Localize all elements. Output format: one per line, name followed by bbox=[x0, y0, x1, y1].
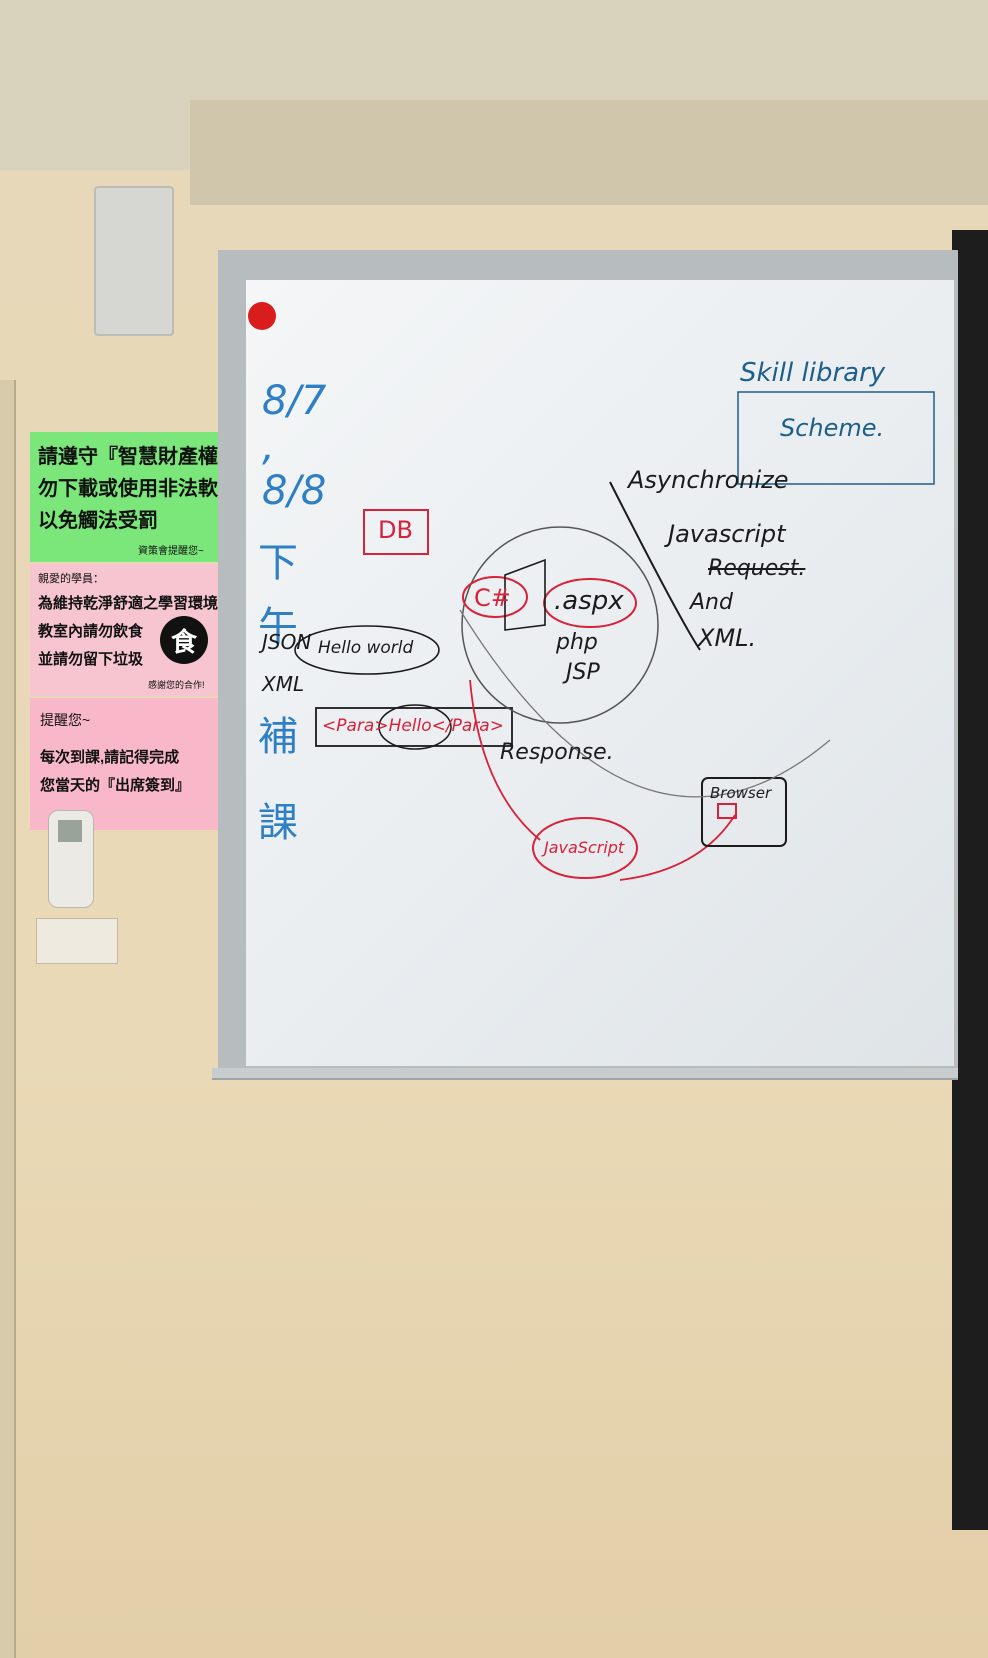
projector-screen-edge bbox=[952, 230, 988, 1530]
ajax-bracket bbox=[609, 481, 701, 651]
date-1: 8/7 bbox=[262, 378, 327, 424]
browser-screen-icon bbox=[717, 803, 737, 819]
poster-ip-rights: 請遵守『智慧財產權』 勿下載或使用非法軟體 以免觸法受罰 資策會提醒您~ bbox=[30, 432, 238, 562]
ajax-item-5: XML. bbox=[698, 624, 757, 652]
poster-ip-line2: 勿下載或使用非法軟體 bbox=[38, 478, 238, 500]
response-label: Response. bbox=[500, 740, 614, 765]
ajax-item-2: Javascript bbox=[668, 520, 786, 548]
remote-screen bbox=[58, 820, 82, 842]
poster-ip-footer: 資策會提醒您~ bbox=[138, 546, 204, 557]
hello-ellipse bbox=[378, 704, 452, 750]
aspx-ellipse bbox=[543, 578, 637, 628]
poster-ip-line1: 請遵守『智慧財產權』 bbox=[38, 446, 238, 468]
para-tag-label: <Para>Hello</Para> bbox=[322, 716, 504, 736]
char-3: 補 bbox=[258, 714, 298, 760]
ajax-item-1: Asynchronize bbox=[628, 466, 789, 494]
ajax-item-3: Request. bbox=[708, 556, 806, 581]
whiteboard-tray bbox=[212, 1068, 958, 1080]
poster-att-line1: 每次到課,請記得完成 bbox=[40, 749, 180, 766]
poster-att-heading: 提醒您~ bbox=[40, 712, 91, 728]
javascript-ellipse bbox=[532, 817, 638, 879]
server-door-icon bbox=[504, 558, 546, 631]
poster-food-greeting: 親愛的學員： bbox=[38, 573, 104, 585]
speaker-icon bbox=[94, 186, 174, 336]
poster-food-line1: 為維持乾淨舒適之學習環境 bbox=[38, 595, 219, 612]
char-4: 課 bbox=[258, 800, 298, 846]
char-1: 下 bbox=[258, 540, 298, 586]
poster-ip-line3: 以免觸法受罰 bbox=[38, 510, 158, 532]
red-arrow-path bbox=[469, 679, 541, 841]
jsp-label: JSP bbox=[566, 660, 600, 685]
javascript-node-label: JavaScript bbox=[544, 838, 625, 857]
hello-world-ellipse bbox=[294, 625, 440, 675]
poster-food-line2: 教室內請勿飲食 bbox=[38, 623, 144, 640]
no-food-icon: 食 bbox=[160, 616, 208, 664]
ceiling-beam bbox=[190, 100, 988, 205]
json-label: JSON bbox=[262, 630, 312, 654]
aspx-label: .aspx bbox=[554, 586, 624, 616]
hello-world-label: Hello world bbox=[318, 638, 414, 658]
csharp-ellipse bbox=[462, 576, 528, 618]
whiteboard bbox=[246, 280, 954, 1066]
red-arrow-path-2 bbox=[619, 814, 736, 881]
door-frame bbox=[0, 380, 16, 1658]
poster-attendance: 提醒您~ 每次到課,請記得完成 您當天的『出席簽到』 bbox=[30, 698, 220, 830]
xml-label: XML bbox=[262, 672, 305, 696]
db-label: DB bbox=[378, 516, 413, 544]
poster-att-line2: 您當天的『出席簽到』 bbox=[40, 777, 191, 794]
server-circle bbox=[461, 526, 659, 724]
csharp-label: C# bbox=[474, 584, 511, 612]
para-tag-box bbox=[315, 707, 513, 747]
top-right-box bbox=[737, 391, 935, 485]
date-2: 8/8 bbox=[262, 468, 327, 514]
ajax-item-4: And bbox=[690, 590, 733, 615]
poster-food-line3: 並請勿留下垃圾 bbox=[38, 651, 144, 668]
char-2: 午 bbox=[258, 604, 298, 650]
poster-no-food: 親愛的學員： 為維持乾淨舒適之學習環境 教室內請勿飲食 並請勿留下垃圾 食 感謝… bbox=[30, 564, 220, 696]
php-label: php bbox=[556, 630, 598, 655]
red-magnet-icon bbox=[248, 302, 276, 330]
browser-label: Browser bbox=[710, 784, 772, 802]
browser-monitor-icon bbox=[701, 777, 787, 847]
top-right-line1: Skill library bbox=[740, 358, 886, 388]
light-switch-icon bbox=[36, 918, 118, 964]
poster-food-footer: 感謝您的合作! bbox=[148, 680, 205, 690]
response-arc bbox=[459, 609, 831, 798]
db-box bbox=[363, 509, 429, 555]
top-right-line2: Scheme. bbox=[780, 414, 885, 442]
date-comma: , bbox=[262, 424, 275, 470]
